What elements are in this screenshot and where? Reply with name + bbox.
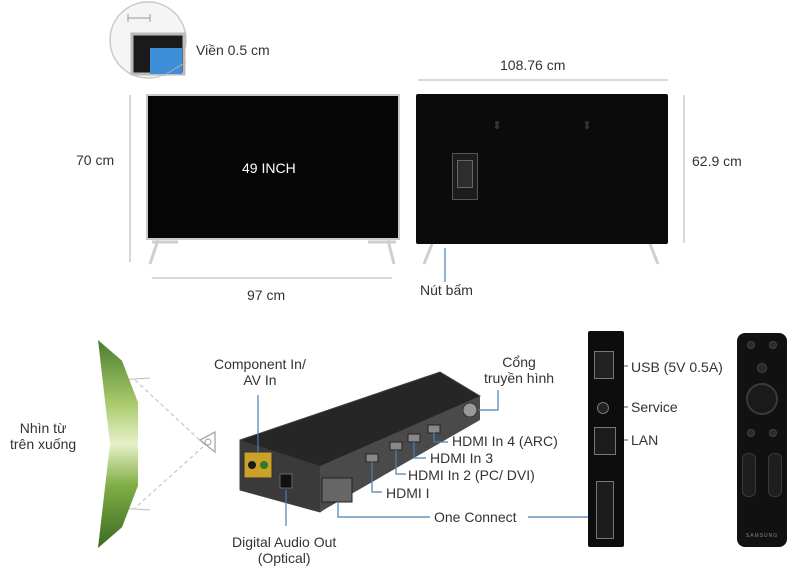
button-label: Nút bấm (420, 282, 473, 298)
control-panel (452, 153, 478, 200)
bezel-label: Viền 0.5 cm (196, 42, 270, 58)
usb-label: USB (5V 0.5A) (631, 359, 723, 375)
service-port (597, 402, 609, 414)
viewer-eye-icon (198, 430, 216, 454)
tv-front-view (146, 94, 400, 240)
hdmi1-label: HDMI I (386, 485, 430, 501)
viewing-angle-lines (134, 379, 206, 509)
side-port-strip (588, 331, 624, 547)
oneconnect-port (596, 481, 614, 539)
hdmi3-callout-line (413, 442, 426, 459)
lan-label: LAN (631, 432, 659, 448)
width-label: 108.76 cm (500, 57, 566, 73)
hdmi4-label: HDMI In 4 (ARC) (452, 433, 558, 449)
usb-port (594, 351, 614, 379)
remote-control: SAMSUNG (737, 333, 787, 547)
hdmi2-label: HDMI In 2 (PC/ DVI) (408, 467, 535, 483)
tuner-callout-line (478, 390, 499, 411)
back-height-label: 62.9 cm (692, 153, 742, 169)
lan-port (594, 427, 616, 455)
hdmi1-callout-line (371, 462, 382, 493)
optical-label: Digital Audio Out (Optical) (232, 534, 337, 566)
topview-label: Nhìn từ trên xuống (10, 420, 77, 452)
front-height-label: 70 cm (76, 152, 115, 168)
hdmi3-label: HDMI In 3 (430, 450, 494, 466)
service-label: Service (631, 399, 678, 415)
remote-brand: SAMSUNG (745, 533, 779, 539)
oneconnect-left-callout-line (337, 502, 430, 518)
tuner-label: Cổng truyền hình (484, 354, 555, 386)
hdmi2-callout-line (395, 450, 406, 475)
component-label: Component In/ AV In (214, 356, 306, 388)
base-width-label: 97 cm (247, 287, 286, 303)
hdmi4-callout-line (433, 432, 448, 443)
oneconnect-label: One Connect (434, 509, 517, 525)
diagonal-label: 49 INCH (242, 160, 296, 176)
